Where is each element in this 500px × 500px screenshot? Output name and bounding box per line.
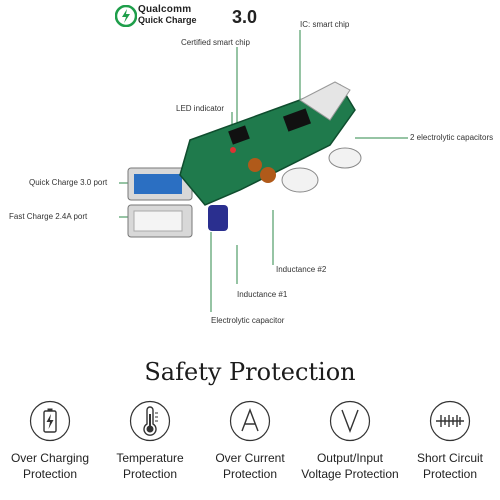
- quick-charge-logo: Qualcomm Quick Charge 3.0: [115, 4, 257, 27]
- callout-quick-charge-port: Quick Charge 3.0 port: [29, 178, 108, 187]
- feature-short-circuit: Short Circuit Protection: [400, 400, 500, 482]
- feature-voltage: Output/Input Voltage Protection: [300, 400, 400, 482]
- feature-line1: Output/Input: [316, 451, 384, 465]
- callout-lines: [119, 30, 408, 312]
- feature-line1: Over Charging: [10, 451, 90, 465]
- feature-line2: Voltage Protection: [301, 467, 399, 481]
- callout-led-indicator: LED indicator: [176, 104, 225, 113]
- callout-electrolytic-capacitors: 2 electrolytic capacitors: [410, 133, 494, 142]
- feature-line2: Protection: [122, 467, 178, 481]
- callout-fast-charge-port: Fast Charge 2.4A port: [9, 212, 88, 221]
- feature-line1: Temperature: [116, 451, 184, 465]
- short-circuit-icon: [429, 400, 471, 442]
- feature-line1: Short Circuit: [416, 451, 484, 465]
- callout-electrolytic-capacitor: Electrolytic capacitor: [211, 316, 285, 325]
- logo-version: 3.0: [232, 7, 258, 27]
- pcb-board: [179, 81, 362, 231]
- logo-brand: Qualcomm: [138, 4, 192, 15]
- usb-ports: [127, 167, 193, 238]
- callout-ic-smart-chip: IC: smart chip: [300, 20, 350, 29]
- logo-product: Quick Charge: [138, 15, 197, 25]
- quick-charge-badge-icon: [115, 5, 137, 27]
- voltage-icon: [329, 400, 371, 442]
- ampere-icon: [229, 400, 271, 442]
- charger-pcb-illustration: [119, 30, 408, 312]
- section-title: Safety Protection: [144, 358, 356, 386]
- feature-line2: Protection: [422, 467, 478, 481]
- feature-line1: Over Current: [215, 451, 285, 465]
- feature-line2: Protection: [222, 467, 278, 481]
- battery-charging-icon: [29, 400, 71, 442]
- callout-inductance-2: Inductance #2: [276, 265, 327, 274]
- callout-inductance-1: Inductance #1: [237, 290, 288, 299]
- feature-line2: Protection: [22, 467, 78, 481]
- feature-over-charging: Over Charging Protection: [0, 400, 100, 482]
- feature-over-current: Over Current Protection: [200, 400, 300, 482]
- thermometer-icon: [129, 400, 171, 442]
- callout-certified-chip: Certified smart chip: [181, 38, 250, 47]
- feature-temperature: Temperature Protection: [100, 400, 200, 482]
